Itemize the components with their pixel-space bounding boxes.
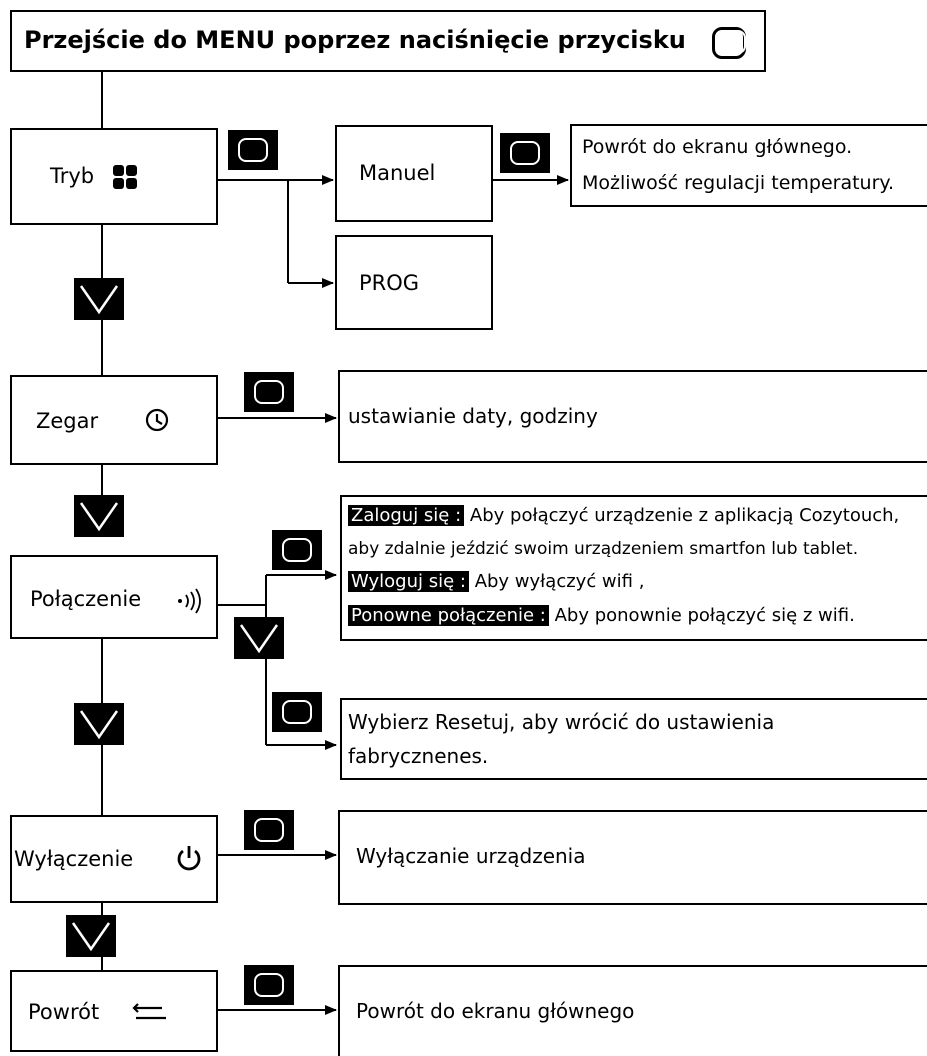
logout-label: Wyloguj się : (348, 571, 469, 592)
note-reset-line1: Wybierz Resetuj, aby wrócić do ustawieni… (348, 710, 775, 734)
ok-button-icon (706, 22, 750, 62)
note-login-row: Zaloguj się : Aby połączyć urządzenie z … (348, 505, 899, 526)
login-label: Zaloguj się : (348, 505, 465, 526)
note-wylaczenie: Wyłączanie urządzenia (338, 810, 927, 905)
note-login-row2: aby zdalnie jeździć swoim urządzeniem sm… (348, 539, 859, 559)
logout-text: Aby wyłączyć wifi , (474, 571, 645, 592)
title-box: Przejście do MENU poprzez naciśnięcie pr… (10, 10, 766, 72)
power-icon (177, 846, 201, 871)
node-zegar-label: Zegar (36, 409, 99, 433)
ok-button-icon (500, 133, 550, 173)
node-prog-label: PROG (359, 271, 420, 295)
node-tryb[interactable]: Tryb (10, 128, 218, 225)
note-zegar: ustawianie daty, godziny (338, 370, 927, 463)
chevron-down-icon (74, 703, 124, 745)
chevron-down-icon (74, 495, 124, 537)
node-powrot[interactable]: Powrót (10, 970, 218, 1052)
node-zegar[interactable]: Zegar (10, 375, 218, 465)
note-wifi: Zaloguj się : Aby połączyć urządzenie z … (340, 495, 927, 641)
note-powrot-text: Powrót do ekranu głównego (356, 999, 635, 1023)
chevron-down-icon (66, 915, 116, 957)
ok-button-icon (272, 530, 322, 570)
note-reset: Wybierz Resetuj, aby wrócić do ustawieni… (340, 698, 927, 780)
node-polaczenie-label: Połączenie (30, 587, 142, 611)
ok-button-icon (272, 692, 322, 732)
chevron-down-icon (74, 278, 124, 320)
note-manuel-line1: Powrót do ekranu głównego. (582, 136, 853, 158)
node-manuel[interactable]: Manuel (335, 125, 493, 222)
note-wylaczenie-text: Wyłączanie urządzenia (356, 844, 586, 868)
note-powrot: Powrót do ekranu głównego (338, 965, 927, 1056)
clock-icon (145, 408, 169, 432)
note-zegar-text: ustawianie daty, godziny (348, 404, 598, 428)
note-reconnect-row: Ponowne połączenie : Aby ponownie połącz… (348, 605, 855, 626)
node-wylaczenie[interactable]: Wyłączenie (10, 815, 218, 903)
ok-button-icon (244, 965, 294, 1005)
ok-button-icon (244, 810, 294, 850)
node-powrot-label: Powrót (28, 1000, 100, 1024)
note-reset-line2: fabrycznenes. (348, 744, 489, 768)
node-prog[interactable]: PROG (335, 235, 493, 330)
note-manuel: Powrót do ekranu głównego. Możliwość reg… (570, 124, 927, 207)
ok-button-icon (244, 372, 294, 412)
note-manuel-line2: Możliwość regulacji temperatury. (582, 172, 894, 194)
page-title: Przejście do MENU poprzez naciśnięcie pr… (24, 26, 686, 54)
login-text: Aby połączyć urządzenie z aplikacją Cozy… (469, 505, 900, 526)
return-icon (132, 1003, 166, 1020)
node-wylaczenie-label: Wyłączenie (14, 847, 134, 871)
grid-icon (113, 165, 137, 189)
ok-button-icon (228, 130, 278, 170)
note-logout-row: Wyloguj się : Aby wyłączyć wifi , (348, 571, 644, 592)
reconnect-label: Ponowne połączenie : (348, 605, 549, 626)
node-manuel-label: Manuel (359, 161, 436, 185)
chevron-down-icon (234, 617, 284, 659)
wifi-signal-icon (178, 588, 201, 614)
node-polaczenie[interactable]: Połączenie (10, 555, 218, 639)
reconnect-text: Aby ponownie połączyć się z wifi. (554, 605, 855, 626)
node-tryb-label: Tryb (50, 164, 95, 188)
